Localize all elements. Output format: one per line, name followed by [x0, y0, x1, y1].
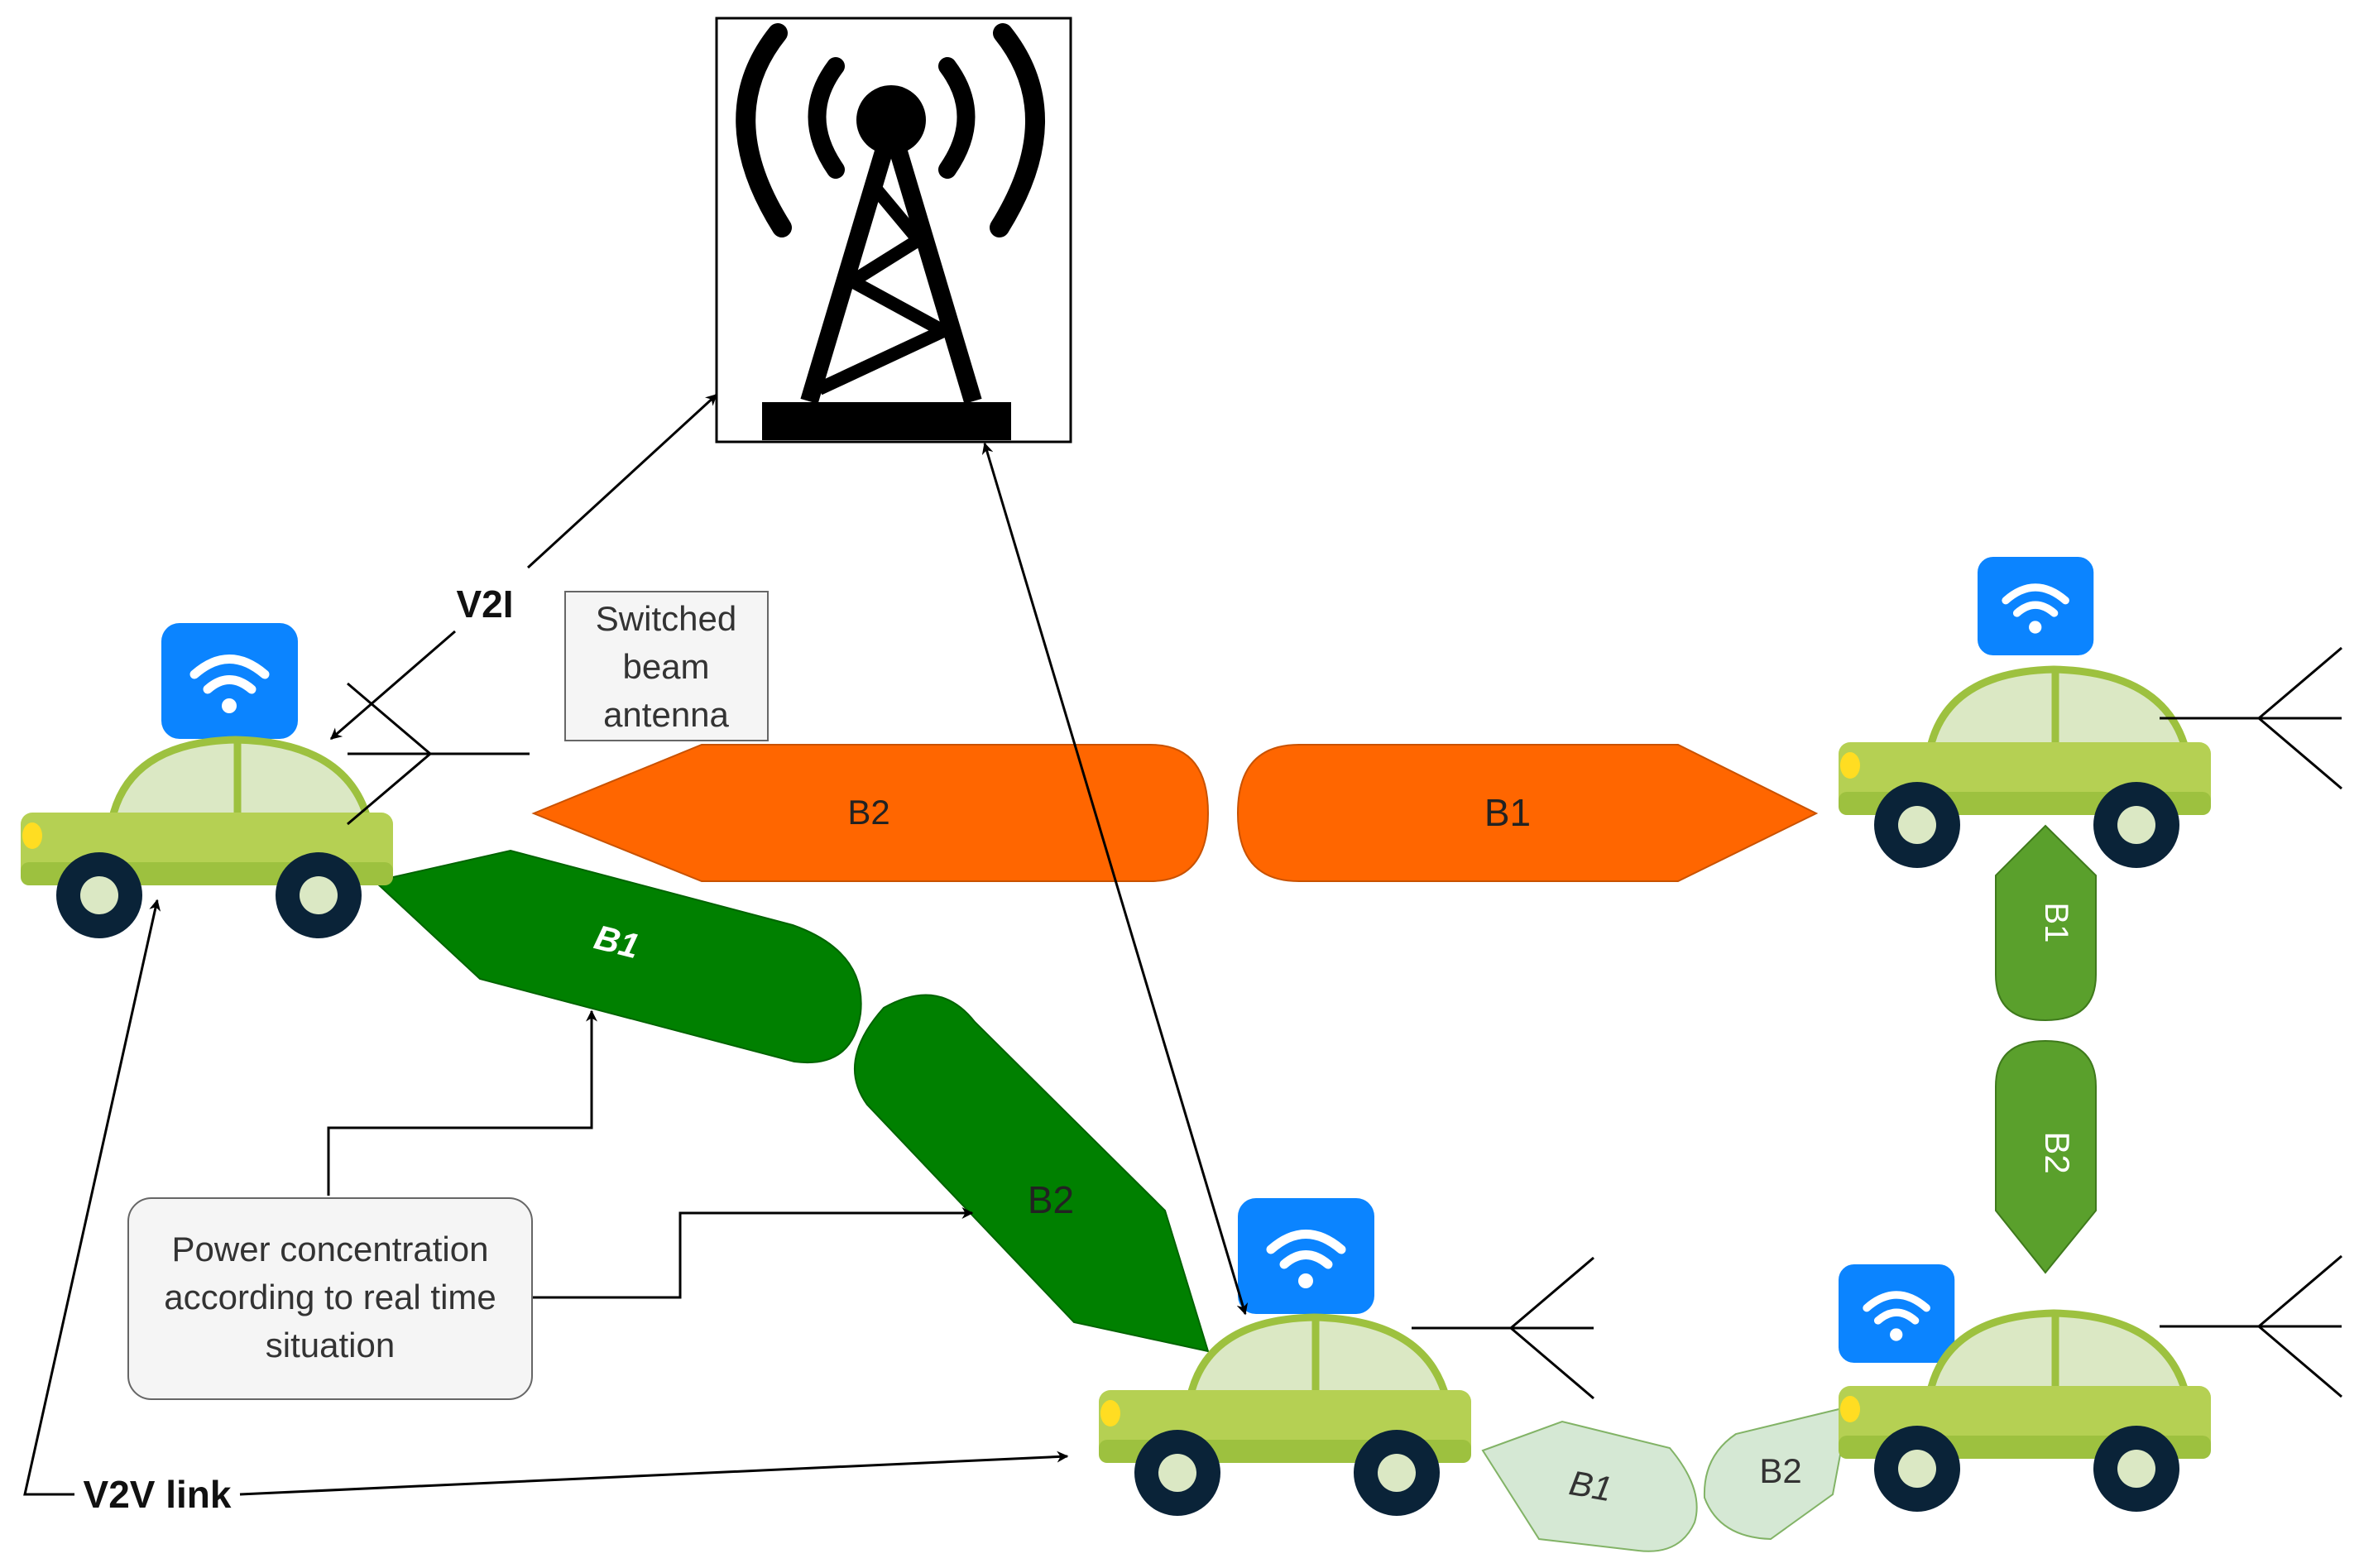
- car-icon: [21, 740, 393, 938]
- beam-orange-b2: B2: [531, 744, 1210, 882]
- beam-green-b2: B2: [854, 994, 1210, 1353]
- switched-beam-antenna-box: Switched beam antenna: [564, 591, 769, 741]
- beam-vertical-b2: B2: [1995, 1039, 2097, 1274]
- wifi-icon: [1238, 1198, 1374, 1314]
- switched-beam-line-3: antenna: [603, 695, 729, 734]
- v2i-link-upper: [526, 393, 718, 569]
- car-icon: [1099, 1317, 1471, 1516]
- car-bottom-right: [1839, 1254, 2343, 1512]
- car-icon: [1839, 669, 2211, 868]
- wifi-icon: [1839, 1264, 1954, 1363]
- beam-label: B1: [1566, 1463, 1615, 1508]
- power-line-2: according to real time: [164, 1278, 496, 1316]
- v2v-link-right: [239, 1451, 1069, 1496]
- switched-beam-line-2: beam: [622, 647, 709, 686]
- switched-beam-line-1: Switched: [596, 599, 736, 638]
- beam-orange-b1: B1: [1236, 744, 1819, 882]
- antenna-icon: [346, 682, 531, 826]
- power-arrow-to-b1: [327, 1009, 597, 1196]
- beam-light-b2: B2: [1703, 1405, 1851, 1541]
- wifi-icon: [161, 623, 298, 739]
- cell-tower-icon: [715, 17, 1072, 444]
- power-arrow-to-b2: [532, 1207, 974, 1299]
- beam-label: B2: [1759, 1451, 1801, 1490]
- wifi-icon: [1978, 557, 2093, 655]
- v2v-link-left: [23, 899, 161, 1496]
- beam-label: B2: [2038, 1131, 2077, 1173]
- v2v-label: V2V link: [84, 1473, 232, 1516]
- beam-label: B1: [1484, 791, 1531, 834]
- power-line-3: situation: [266, 1326, 395, 1364]
- power-line-1: Power concentration: [172, 1230, 489, 1268]
- beam-label: B2: [847, 793, 889, 832]
- v2i-link-bottom-car: [981, 442, 1249, 1316]
- beam-green-b1: B1: [372, 849, 862, 1063]
- beam-label: B1: [2038, 903, 2074, 943]
- beam-vertical-b1: B1: [1995, 824, 2097, 1022]
- beam-label: B2: [1028, 1178, 1074, 1221]
- beam-light-b1: B1: [1481, 1420, 1698, 1552]
- car-right-top: [1839, 557, 2343, 868]
- v2i-link-lower: [329, 630, 456, 741]
- antenna-icon: [2158, 1254, 2343, 1398]
- power-concentration-box: Power concentration according to real ti…: [127, 1197, 533, 1400]
- v2i-label: V2I: [456, 583, 513, 626]
